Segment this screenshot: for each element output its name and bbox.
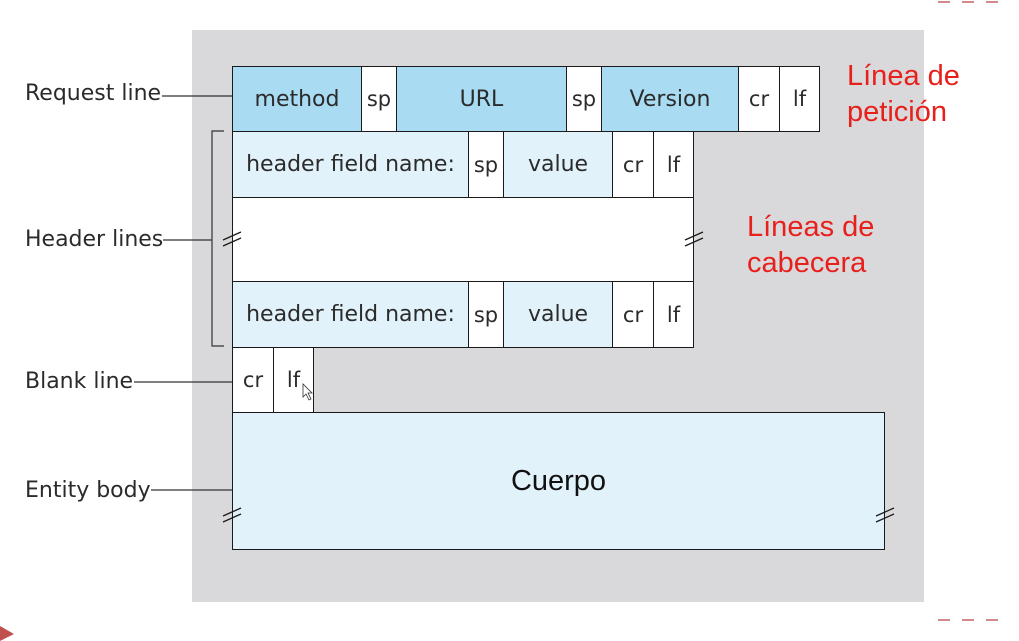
cr-cell: cr <box>738 66 780 132</box>
method-cell: method <box>232 66 362 132</box>
break-mark <box>684 231 704 241</box>
break-mark <box>875 507 895 517</box>
break-mark <box>222 237 242 247</box>
value-label: value <box>527 302 589 327</box>
annotation-line: petición <box>847 96 947 128</box>
cr-label: cr <box>622 302 644 327</box>
sp-label: sp <box>366 87 392 111</box>
sp-label: sp <box>571 87 597 111</box>
header-cr-cell-2: cr <box>612 281 654 348</box>
header-lines-label: Header lines <box>25 227 164 252</box>
break-mark <box>222 231 242 241</box>
annotation-line: Líneas de <box>747 211 875 243</box>
break-mark <box>875 513 895 523</box>
break-mark <box>222 513 242 523</box>
header-field-name-label: header field name: <box>246 152 455 177</box>
header-field-name-cell-2: header field name: <box>232 281 469 348</box>
cursor-icon <box>302 383 313 401</box>
cr-label: cr <box>242 368 264 392</box>
request-line-annotation: Línea de petición <box>847 58 960 130</box>
blank-cr-cell: cr <box>232 347 274 413</box>
version-label: Version <box>629 86 711 112</box>
lf-label: lf <box>666 152 681 177</box>
header-lines-annotation: Líneas de cabecera <box>747 209 874 281</box>
url-label: URL <box>459 86 504 112</box>
entity-body-label: Entity body <box>25 478 151 503</box>
header-lines-bracket <box>211 130 224 347</box>
sp-label: sp <box>473 152 499 177</box>
omitted-header-lines <box>232 197 694 282</box>
cr-label: cr <box>748 87 770 111</box>
lf-label: lf <box>792 87 807 111</box>
method-label: method <box>254 86 340 112</box>
url-cell: URL <box>396 66 567 132</box>
value-label: value <box>527 152 589 177</box>
slide-arrow-icon <box>0 626 14 641</box>
annotation-line: Línea de <box>847 60 960 92</box>
lf-label: lf <box>666 302 681 327</box>
header-field-name-cell-1: header field name: <box>232 131 469 198</box>
header-field-name-label: header field name: <box>246 302 455 327</box>
blank-line-label: Blank line <box>25 369 134 394</box>
request-line-label: Request line <box>25 81 162 106</box>
header-lf-cell-2: lf <box>653 281 694 348</box>
annotation-line: cabecera <box>747 247 867 279</box>
header-value-cell-2: value <box>503 281 613 348</box>
entity-body-box: Cuerpo <box>232 412 885 550</box>
lf-cell: lf <box>779 66 820 132</box>
version-cell: Version <box>601 66 739 132</box>
header-sp-cell-2: sp <box>468 281 504 348</box>
break-mark <box>222 507 242 517</box>
sp-label: sp <box>473 302 499 327</box>
cr-label: cr <box>622 152 644 177</box>
lf-label: lf <box>286 368 301 392</box>
header-sp-cell-1: sp <box>468 131 504 198</box>
body-label: Cuerpo <box>510 464 607 497</box>
break-mark <box>684 237 704 247</box>
